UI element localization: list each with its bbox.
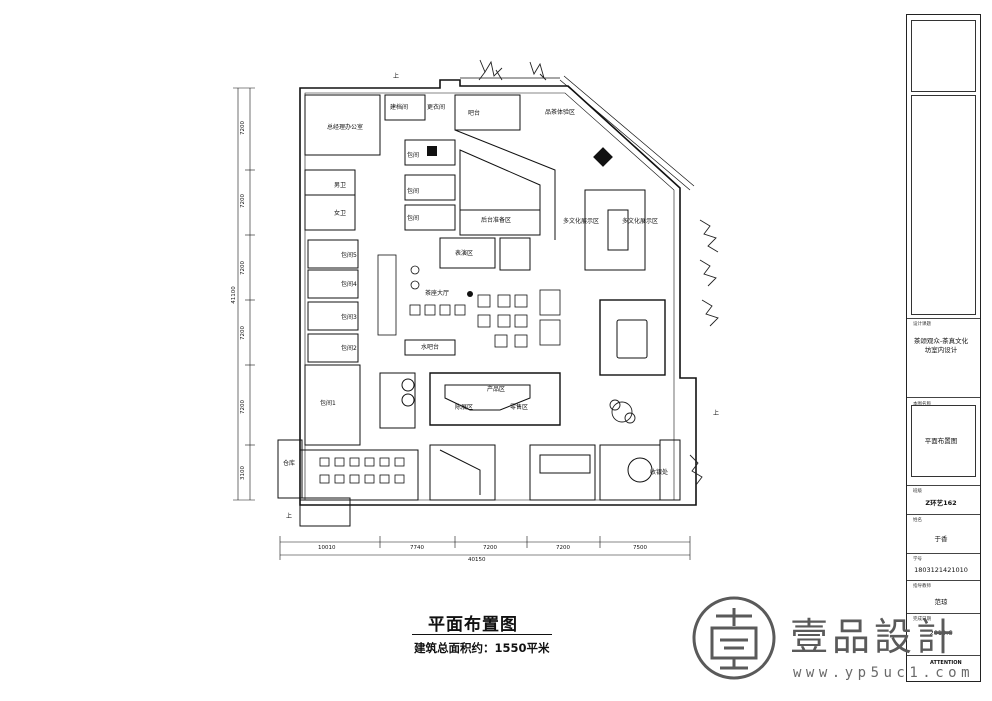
sheet-value: 平面布置图 — [924, 437, 958, 445]
dim-vertical: 7200 — [240, 400, 246, 414]
water-bar — [404, 339, 456, 356]
title-underline — [412, 634, 552, 635]
label-private-room-2: 包间2 — [341, 345, 357, 352]
class-label: 班级 — [913, 489, 922, 494]
label-tea-tasting-area: 品茶体验区 — [545, 109, 576, 116]
label-restroom-m: 男卫 — [334, 182, 347, 189]
label-archive-room: 建档间 — [390, 104, 409, 111]
private-room-5 — [307, 239, 359, 269]
label-private-room-3: 包间3 — [341, 314, 357, 321]
name-value: 于香 — [934, 535, 948, 543]
id-label: 学号 — [913, 557, 922, 562]
label-private-room-5: 包间5 — [341, 252, 357, 259]
course-label: 设计课题 — [913, 322, 931, 327]
brand-name: 壹品設計 — [790, 615, 959, 659]
dim-vertical: 3100 — [240, 466, 246, 480]
label-backstage: 后台准备区 — [481, 217, 512, 224]
drawing-title: 平面布置图 — [428, 615, 518, 635]
dim-horizontal: 7740 — [410, 545, 424, 551]
dim-horizontal: 7200 — [483, 545, 497, 551]
meeting-room — [599, 299, 666, 376]
label-tea-hall: 茶座大厅 — [425, 290, 450, 297]
dim-vertical: 7200 — [240, 121, 246, 135]
label-side-room: 仓库 — [283, 460, 296, 467]
label-product-area: 产品区 — [487, 386, 506, 393]
private-room-2 — [307, 333, 359, 363]
plant-decorations — [478, 59, 719, 486]
dim-vertical: 7200 — [240, 261, 246, 275]
label-room-a1: 包间 — [407, 152, 420, 159]
dim-vertical: 7200 — [240, 326, 246, 340]
restroom-block — [304, 169, 356, 231]
stair-up-marker: 上 — [393, 73, 400, 80]
label-changing-room: 更衣间 — [427, 104, 446, 111]
label-room-a3: 包间 — [407, 215, 420, 222]
sheet-label: 本图名称 — [913, 401, 931, 407]
dim-horizontal: 10010 — [318, 545, 336, 551]
multicultural-display — [584, 189, 646, 271]
gm-office — [304, 94, 381, 156]
label-multicultural-display-2: 多文化展示区 — [622, 218, 659, 225]
label-display-area: 陈展区 — [455, 404, 474, 411]
dim-horizontal-total: 40150 — [468, 557, 486, 563]
teacher-label: 指导教师 — [913, 584, 931, 589]
stair-up-marker: 上 — [286, 513, 293, 520]
tea-hall-tables — [319, 254, 561, 484]
course-value: 茶颂观众-茶真文化坊室内设计 — [913, 337, 969, 354]
name-label: 姓名 — [913, 518, 922, 523]
label-room-a2: 包间 — [407, 188, 420, 195]
room-a3 — [404, 204, 456, 231]
private-room-4 — [307, 269, 359, 299]
label-private-room-4: 包间4 — [341, 281, 357, 288]
dim-vertical-total: 41100 — [230, 286, 237, 304]
room-a2 — [404, 174, 456, 201]
dim-horizontal: 7200 — [556, 545, 570, 551]
label-gm-office: 总经理办公室 — [327, 124, 364, 131]
label-reception: 收银处 — [650, 469, 669, 476]
id-value: 1803121421010 — [914, 566, 968, 574]
dim-horizontal: 7500 — [633, 545, 647, 551]
label-multicultural-display: 多文化展示区 — [563, 218, 600, 225]
brand-url: www.yp5uc1.com — [793, 665, 975, 681]
product-room — [529, 444, 596, 501]
dim-vertical: 7200 — [240, 194, 246, 208]
retail-display — [429, 372, 561, 426]
title-block: 设计课题 茶颂观众-茶真文化坊室内设计 本图名称 平面布置图 班级 Z环艺162… — [906, 14, 981, 682]
building-area-note: 建筑总面积约：1550平米 — [414, 641, 550, 655]
label-water-bar: 水吧台 — [421, 344, 440, 351]
label-bar: 吧台 — [468, 110, 481, 117]
room-a1 — [404, 139, 456, 166]
sheet-cell — [911, 405, 976, 477]
label-performance-area: 表演区 — [455, 250, 474, 257]
attention-note: ATTENTION — [930, 660, 962, 666]
dining-area — [299, 449, 419, 501]
title-block-top-cell — [911, 20, 976, 92]
label-private-room-1: 包间1 — [320, 400, 336, 407]
class-value: Z环艺162 — [925, 499, 957, 507]
date-label: 完成日期 — [913, 617, 931, 622]
bar-area — [454, 94, 521, 131]
building-outline — [299, 79, 697, 506]
dimension-lines — [233, 87, 691, 560]
teacher-value: 范琼 — [934, 598, 948, 606]
backstage — [459, 209, 541, 236]
label-restroom-f: 女卫 — [334, 210, 347, 217]
label-retail-area: 零售区 — [510, 404, 529, 411]
private-room-3 — [307, 301, 359, 331]
title-block-logo-cell — [911, 95, 976, 315]
brand-logo-icon — [692, 596, 776, 680]
lounge-room — [304, 364, 361, 446]
date-value: 2019.6 — [929, 629, 953, 637]
archive-room — [384, 94, 426, 121]
floor-plan-drawing — [233, 59, 719, 560]
stair-up-marker: 上 — [713, 410, 720, 417]
performance-stage — [439, 237, 496, 269]
